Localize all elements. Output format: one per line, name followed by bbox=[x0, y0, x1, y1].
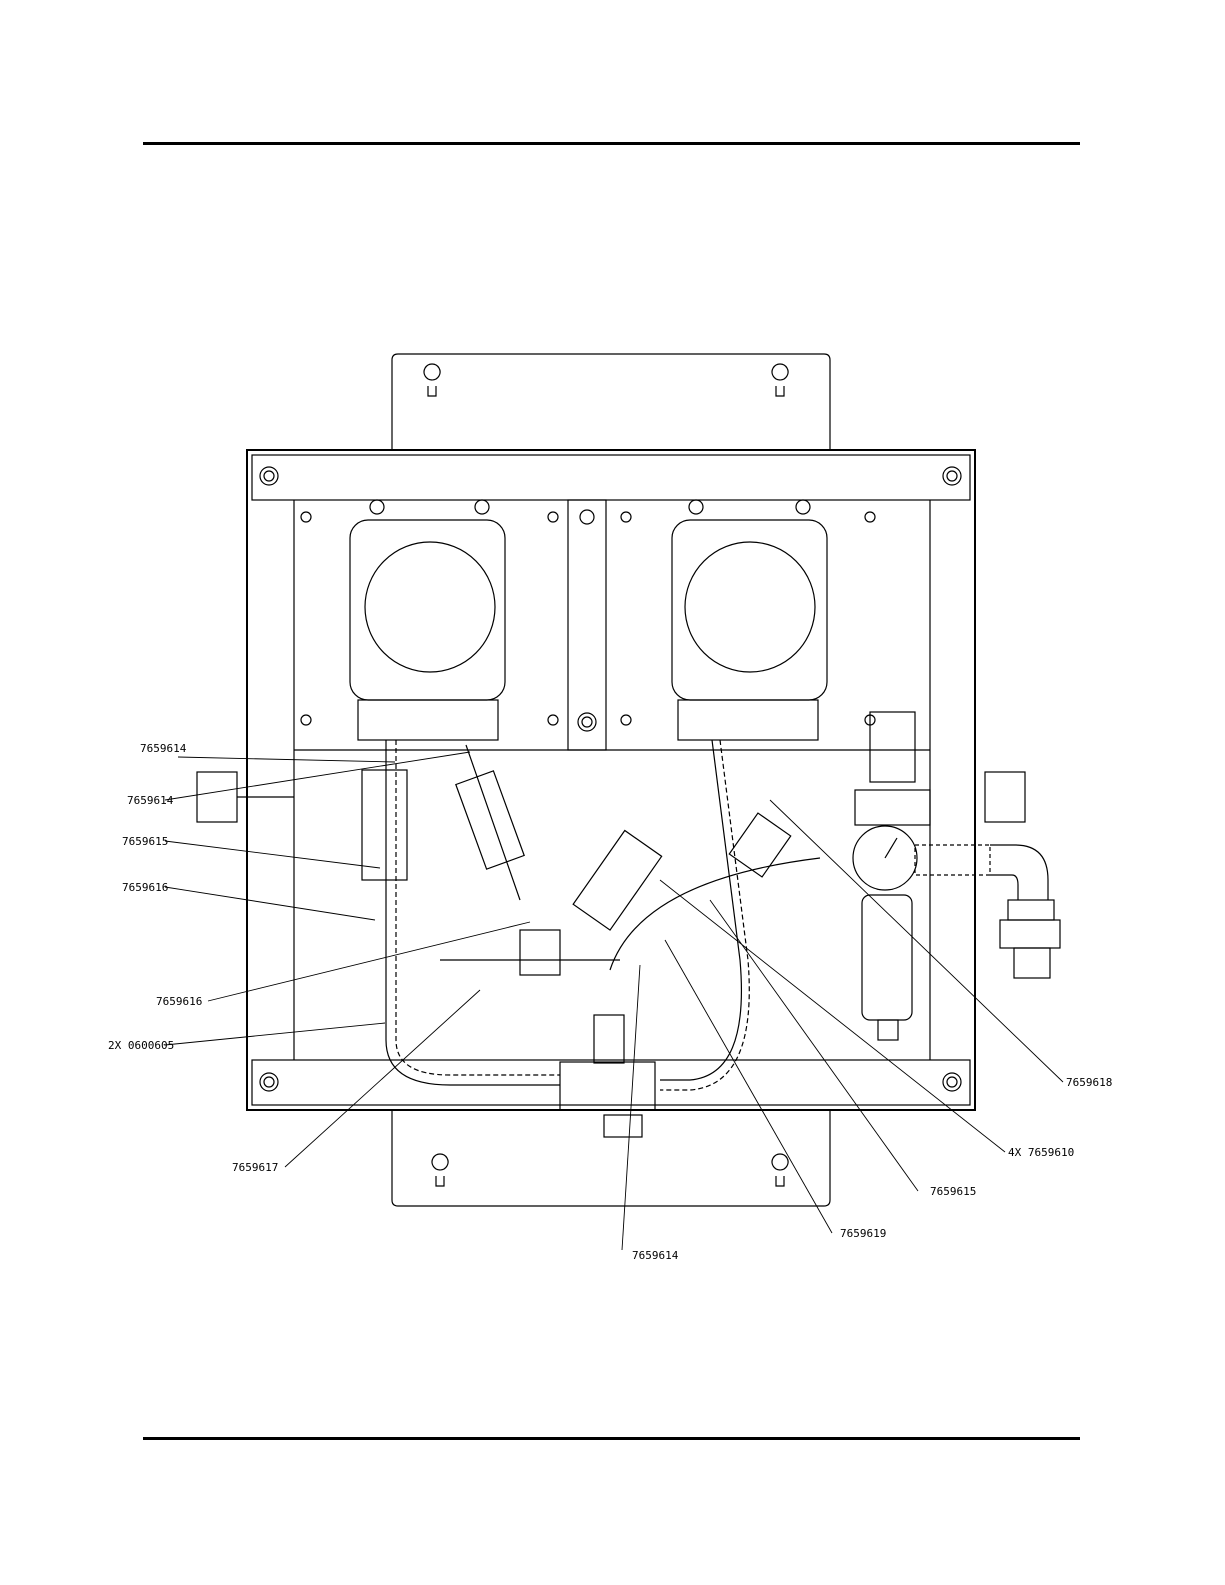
callout-label: 7659615 bbox=[930, 1185, 976, 1198]
callout-label: 2X 0600605 bbox=[108, 1039, 174, 1052]
side-knobs bbox=[197, 772, 1025, 822]
callout-label: 7659618 bbox=[1066, 1076, 1112, 1089]
enclosure-frame bbox=[247, 450, 975, 1110]
callout-label: 7659619 bbox=[840, 1227, 886, 1240]
callout-label: 7659614 bbox=[632, 1249, 679, 1262]
bottom-mounting-bracket bbox=[392, 1110, 830, 1206]
callout-label: 7659616 bbox=[156, 995, 202, 1008]
corner-screw-icons bbox=[260, 467, 961, 1091]
tubing-and-fittings bbox=[362, 740, 820, 1137]
right-peristaltic-pump bbox=[621, 500, 875, 740]
callout-leader-lines bbox=[165, 752, 1063, 1250]
callout-label: 7659615 bbox=[122, 835, 168, 848]
filter-regulator bbox=[853, 712, 1060, 1040]
top-mounting-bracket bbox=[392, 354, 830, 450]
callout-label: 7659617 bbox=[232, 1161, 278, 1174]
left-peristaltic-pump bbox=[301, 500, 558, 740]
center-mounting-rail bbox=[568, 500, 606, 750]
callout-label: 4X 7659610 bbox=[1008, 1146, 1074, 1159]
callout-label: 7659616 bbox=[122, 881, 168, 894]
callout-label: 7659614 bbox=[127, 794, 174, 807]
callout-label: 7659614 bbox=[140, 742, 187, 755]
